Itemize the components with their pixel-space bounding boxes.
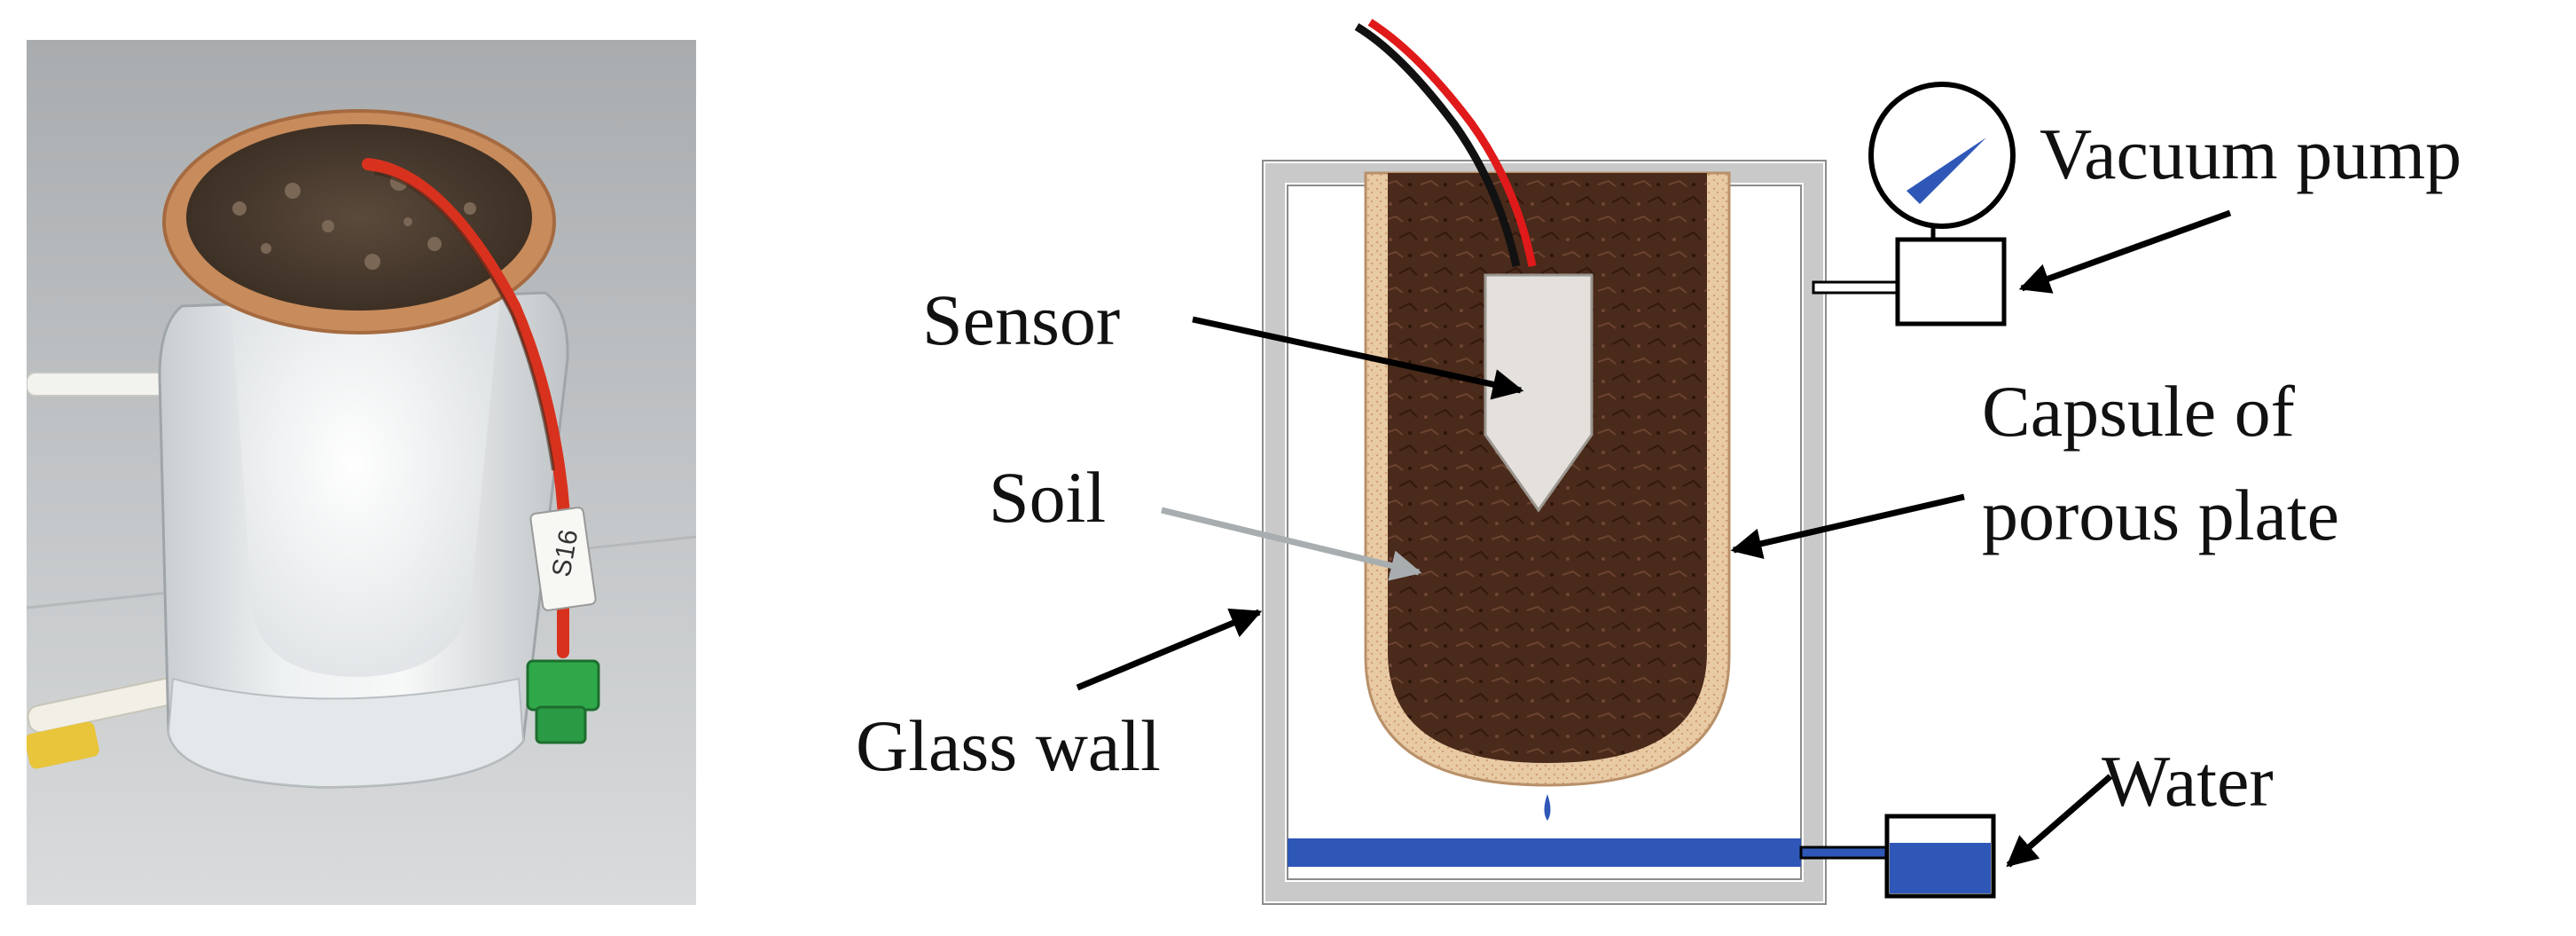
arrow-water	[2006, 774, 2113, 868]
jar-photo-illustration: S16	[27, 40, 696, 905]
label-capsule-line1: Capsule of	[1982, 371, 2295, 452]
frosted-capsule	[231, 288, 501, 678]
gauge-needle	[1907, 138, 1986, 204]
green-connector-lower	[535, 705, 587, 744]
arrow-sensor	[1192, 316, 1524, 400]
jar-rim-inner	[186, 124, 532, 311]
water-reservoir-fill	[1890, 843, 1991, 893]
water-tube	[1799, 846, 1891, 860]
label-soil: Soil	[989, 457, 1107, 538]
label-vacuum-pump: Vacuum pump	[2040, 114, 2462, 194]
label-glass-wall: Glass wall	[856, 705, 1161, 786]
cable-red	[1367, 19, 1537, 267]
cable-black	[1354, 23, 1521, 267]
arrow-vacuum-pump	[2018, 209, 2232, 294]
vacuum-pump-box	[1895, 237, 2007, 326]
label-water: Water	[2102, 741, 2274, 822]
arrow-soil	[1161, 507, 1422, 581]
water-layer	[1288, 838, 1801, 867]
experiment-photo: S16	[27, 40, 696, 905]
arrow-capsule	[1730, 493, 1965, 559]
label-capsule-line2: porous plate	[1982, 475, 2340, 555]
arrow-glass-wall	[1076, 608, 1263, 691]
sensor-body	[1484, 273, 1593, 513]
label-sensor: Sensor	[922, 279, 1121, 360]
pressure-gauge	[1868, 82, 2016, 229]
vacuum-tube	[1812, 280, 1904, 295]
jar-base-water	[167, 677, 525, 789]
water-drop	[1544, 794, 1551, 821]
yellow-connector	[27, 721, 99, 769]
sensor-cable-shadow	[373, 171, 555, 471]
cable-tag	[529, 507, 597, 611]
